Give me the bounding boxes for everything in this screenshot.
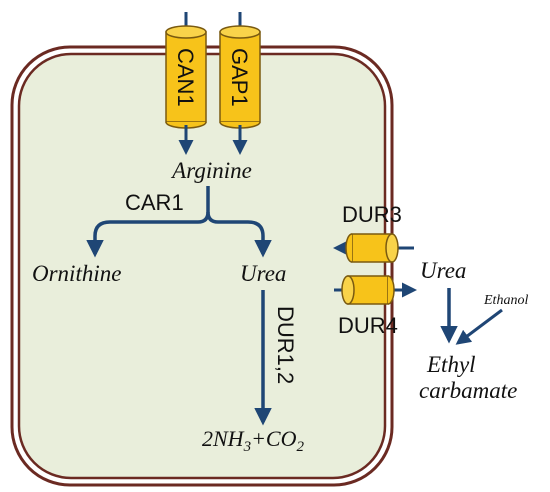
- dur4-transporter: [341, 275, 395, 305]
- urea-outside-label: Urea: [420, 258, 466, 283]
- gap1-transporter: [219, 25, 261, 129]
- carbamate-label: carbamate: [419, 378, 517, 403]
- products-label: 2NH3+CO2: [202, 426, 304, 455]
- urea-inside-label: Urea: [240, 261, 286, 286]
- car1-label: CAR1: [125, 190, 184, 215]
- ornithine-label: Ornithine: [32, 261, 121, 286]
- arginine-label: Arginine: [170, 158, 252, 183]
- ethyl-label: Ethyl: [426, 352, 476, 377]
- dur4-label: DUR4: [338, 313, 398, 338]
- ethanol-to-ec-arrow: [455, 308, 503, 345]
- ethanol-label: Ethanol: [483, 293, 528, 308]
- gap1-label: GAP1: [227, 48, 252, 107]
- dur12-label: DUR1,2: [273, 306, 298, 384]
- can1-transporter: [165, 25, 207, 129]
- can1-label: CAN1: [173, 48, 198, 107]
- dur3-transporter: [345, 233, 399, 263]
- dur3-label: DUR3: [342, 202, 402, 227]
- car1-branch-right: [206, 211, 272, 258]
